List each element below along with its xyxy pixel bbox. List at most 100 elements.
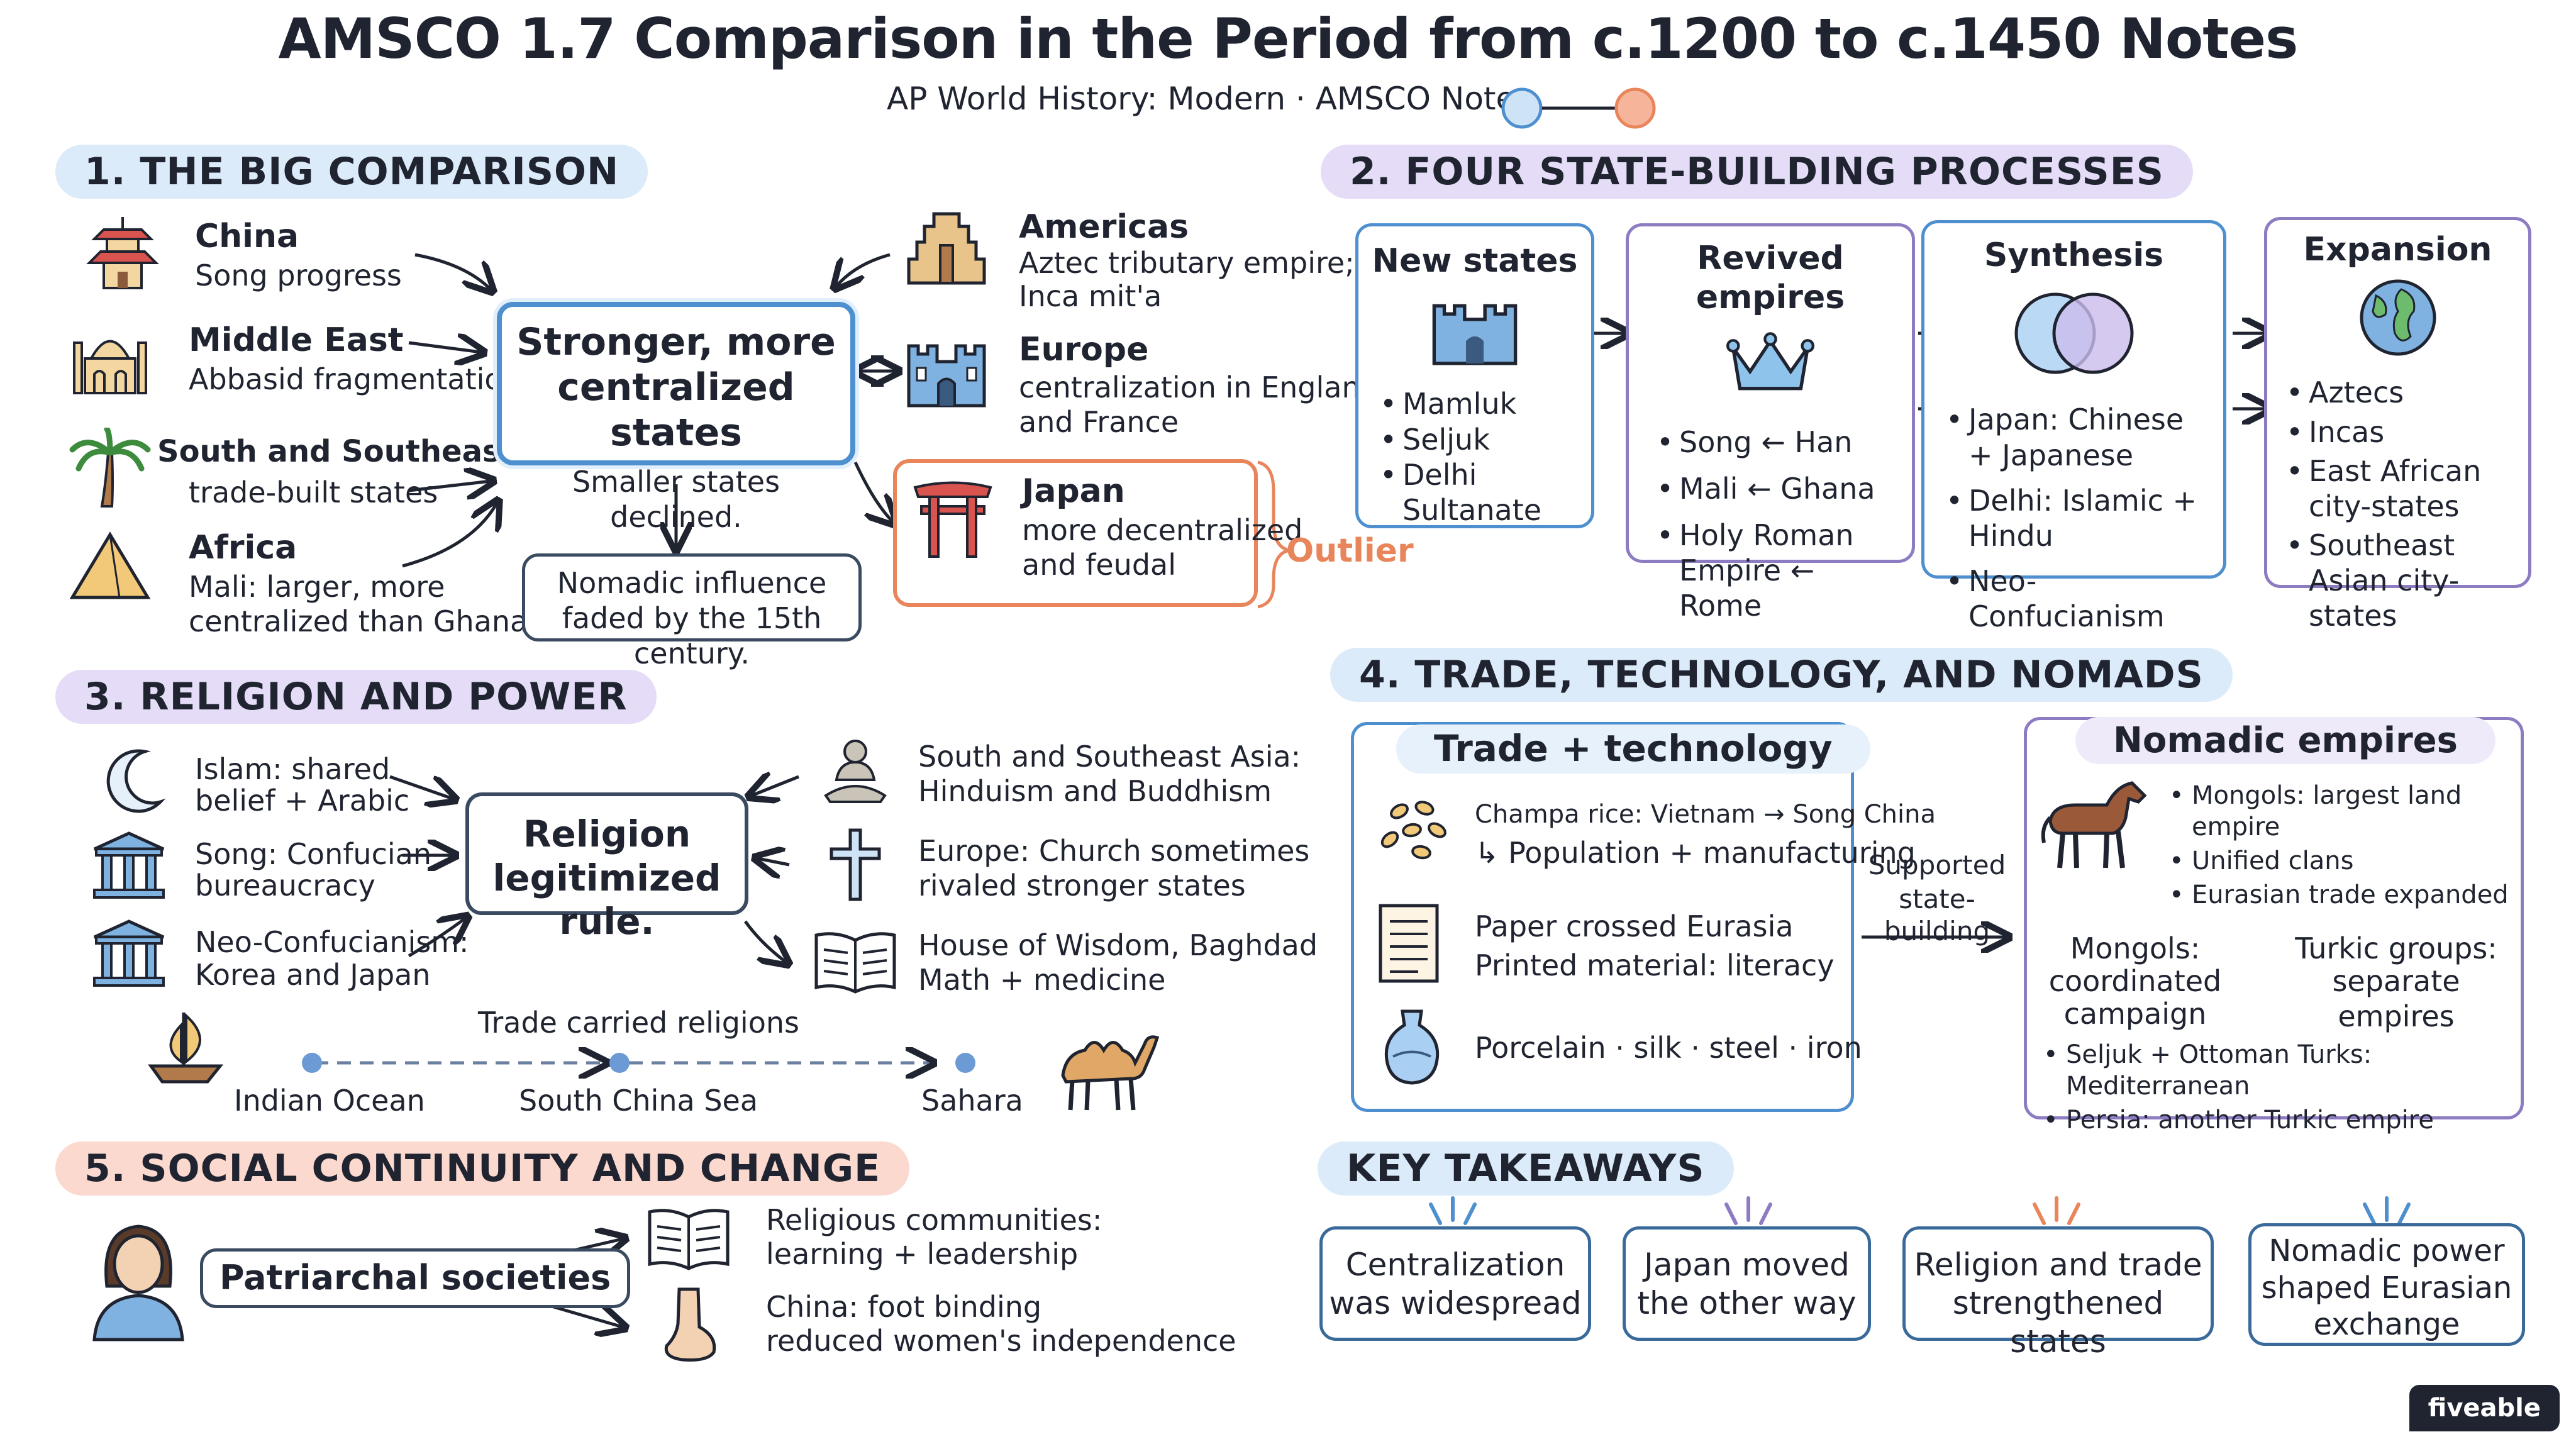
- song-line1: Song: Confucian: [195, 837, 431, 871]
- list-item: Delhi: Islamic + Hindu: [1943, 483, 2214, 553]
- takeaway-line: Japan moved: [1644, 1246, 1850, 1283]
- castle-icon: [907, 344, 986, 408]
- takeaway-line: Religion and trade: [1914, 1246, 2202, 1283]
- venn-diagram-icon: [2014, 292, 2133, 374]
- pagoda-icon: [86, 217, 159, 289]
- synthesis-title: Synthesis: [1984, 236, 2164, 274]
- japan-label: Japan: [1022, 472, 1125, 510]
- nomadic-line1: Nomadic influence: [557, 566, 827, 600]
- palm-tree-icon: [69, 428, 151, 508]
- centralized-sub: Smaller states declined.: [572, 465, 780, 535]
- globe-icon: [2360, 279, 2436, 356]
- buddha-icon: [824, 740, 887, 803]
- list-item: Aztecs: [2284, 375, 2523, 410]
- new-states-box: New states Mamluk Seljuk Delhi Sultanate: [1355, 223, 1594, 528]
- africa-line1: Mali: larger, more: [189, 570, 445, 604]
- list-item: Incas: [2284, 414, 2523, 450]
- page-title: AMSCO 1.7 Comparison in the Period from …: [278, 6, 2299, 71]
- list-item: East African city-states: [2284, 453, 2523, 524]
- mosque-icon: [73, 340, 147, 394]
- list-item: Neo-Confucianism: [1943, 564, 2214, 634]
- takeaway-line: Centralization: [1345, 1246, 1565, 1283]
- wisdom-line1: House of Wisdom, Baghdad: [918, 928, 1318, 962]
- china-desc: Song progress: [195, 258, 402, 292]
- footbinding-line1: China: foot binding: [766, 1290, 1042, 1324]
- section-5-heading: 5. SOCIAL CONTINUITY AND CHANGE: [55, 1141, 910, 1196]
- list-item: Holy Roman Empire ← Rome: [1654, 518, 1893, 623]
- ssa-line1: South and Southeast Asia:: [918, 740, 1301, 774]
- porcelain-vase-icon: [1384, 1009, 1440, 1085]
- book-icon: [648, 1209, 730, 1270]
- route-south-china-sea: South China Sea: [519, 1084, 758, 1118]
- religious-line2: learning + leadership: [766, 1237, 1079, 1271]
- list-item: Unified clans: [2167, 845, 2519, 877]
- religious-line1: Religious communities:: [766, 1203, 1102, 1237]
- list-item: Delhi Sultanate: [1377, 457, 1591, 528]
- new-states-title: New states: [1372, 242, 1578, 280]
- patriarchal-societies-box: Patriarchal societies: [200, 1248, 631, 1308]
- list-item: Seljuk + Ottoman Turks: Mediterranean: [2041, 1039, 2519, 1102]
- takeaway-card: Japan moved the other way: [1623, 1226, 1871, 1341]
- rice-line1: Champa rice: Vietnam → Song China: [1475, 800, 1936, 829]
- trade-title: Trade + technology: [1396, 724, 1870, 774]
- centralized-states-box: Stronger, more centralized states Smalle…: [497, 302, 855, 534]
- mongols-line2: coordinated: [2048, 964, 2222, 998]
- europe-label: Europe: [1019, 331, 1149, 369]
- mongols-line3: campaign: [2063, 997, 2207, 1031]
- centralized-line1: Stronger, more: [516, 320, 836, 364]
- route-sahara: Sahara: [921, 1084, 1023, 1118]
- japan-line1: more decentralized: [1022, 513, 1303, 547]
- americas-label: Americas: [1019, 208, 1189, 246]
- centralized-line2: centralized states: [557, 365, 795, 455]
- section-1-heading: 1. THE BIG COMPARISON: [55, 145, 648, 199]
- list-item: Southeast Asian city-states: [2284, 528, 2523, 633]
- horse-icon: [2041, 781, 2147, 869]
- connector-dots-icon: [1501, 87, 1656, 129]
- mongols-line1: Mongols:: [2070, 931, 2201, 965]
- takeaway-card: Centralization was widespread: [1319, 1226, 1591, 1341]
- neo-line1: Neo-Confucianism:: [195, 925, 469, 959]
- rice-line2: ↳ Population + manufacturing: [1475, 836, 1916, 870]
- turkic-line1: Turkic groups:: [2295, 931, 2497, 965]
- takeaway-line: Nomadic power: [2268, 1233, 2505, 1269]
- middle-east-label: Middle East: [189, 321, 404, 359]
- nomadic-line2: faded by the 15th century.: [562, 601, 822, 671]
- religion-line2: legitimized rule.: [492, 856, 721, 943]
- section-2-heading: 2. FOUR STATE-BUILDING PROCESSES: [1321, 145, 2193, 199]
- takeaways-heading: KEY TAKEAWAYS: [1318, 1141, 1734, 1196]
- cross-icon: [830, 828, 881, 901]
- religion-line1: Religion: [523, 813, 691, 855]
- africa-line2: centralized than Ghana: [189, 604, 528, 638]
- list-item: Mali ← Ghana: [1654, 471, 1893, 506]
- list-item: Japan: Chinese + Japanese: [1943, 402, 2214, 472]
- list-item: Song ← Han: [1654, 425, 1893, 460]
- islam-line2: belief + Arabic: [195, 784, 410, 818]
- sailboat-icon: [148, 1013, 224, 1084]
- americas-line2: Inca mit'a: [1019, 279, 1162, 313]
- europe-line1: centralization in England: [1019, 370, 1379, 404]
- expansion-box: Expansion Aztecs Incas East African city…: [2264, 217, 2531, 633]
- pyramid-icon: [69, 531, 151, 599]
- fiveable-logo: fiveable: [2409, 1385, 2560, 1431]
- nomadic-influence-box: Nomadic influence faded by the 15th cent…: [522, 553, 862, 670]
- paper-line1: Paper crossed Eurasia: [1475, 909, 1794, 943]
- trade-carried-label: Trade carried religions: [478, 1006, 799, 1040]
- europe-religion-line1: Europe: Church sometimes: [918, 834, 1310, 868]
- foot-icon: [664, 1287, 716, 1362]
- revived-title: Revived empires: [1696, 240, 1845, 317]
- section-4-heading: 4. TRADE, TECHNOLOGY, AND NOMADS: [1330, 648, 2233, 702]
- song-line2: bureaucracy: [195, 869, 375, 902]
- outlier-label: Outlier: [1286, 532, 1414, 570]
- temple-columns-icon: [93, 831, 165, 899]
- list-item: Seljuk: [1377, 422, 1591, 457]
- europe-line2: and France: [1019, 405, 1179, 439]
- section-3-heading: 3. RELIGION AND POWER: [55, 670, 657, 724]
- supported-line1: Supported: [1868, 850, 2006, 880]
- religion-legitimized-box: Religion legitimized rule.: [465, 792, 748, 943]
- takeaway-card: Religion and trade strengthened states: [1902, 1226, 2214, 1360]
- list-item: Persia: another Turkic empire: [2041, 1104, 2519, 1136]
- page-subtitle: AP World History: Modern · AMSCO Notes: [887, 80, 1532, 117]
- south-asia-desc: trade-built states: [189, 475, 438, 509]
- americas-line1: Aztec tributary empire;: [1019, 246, 1355, 280]
